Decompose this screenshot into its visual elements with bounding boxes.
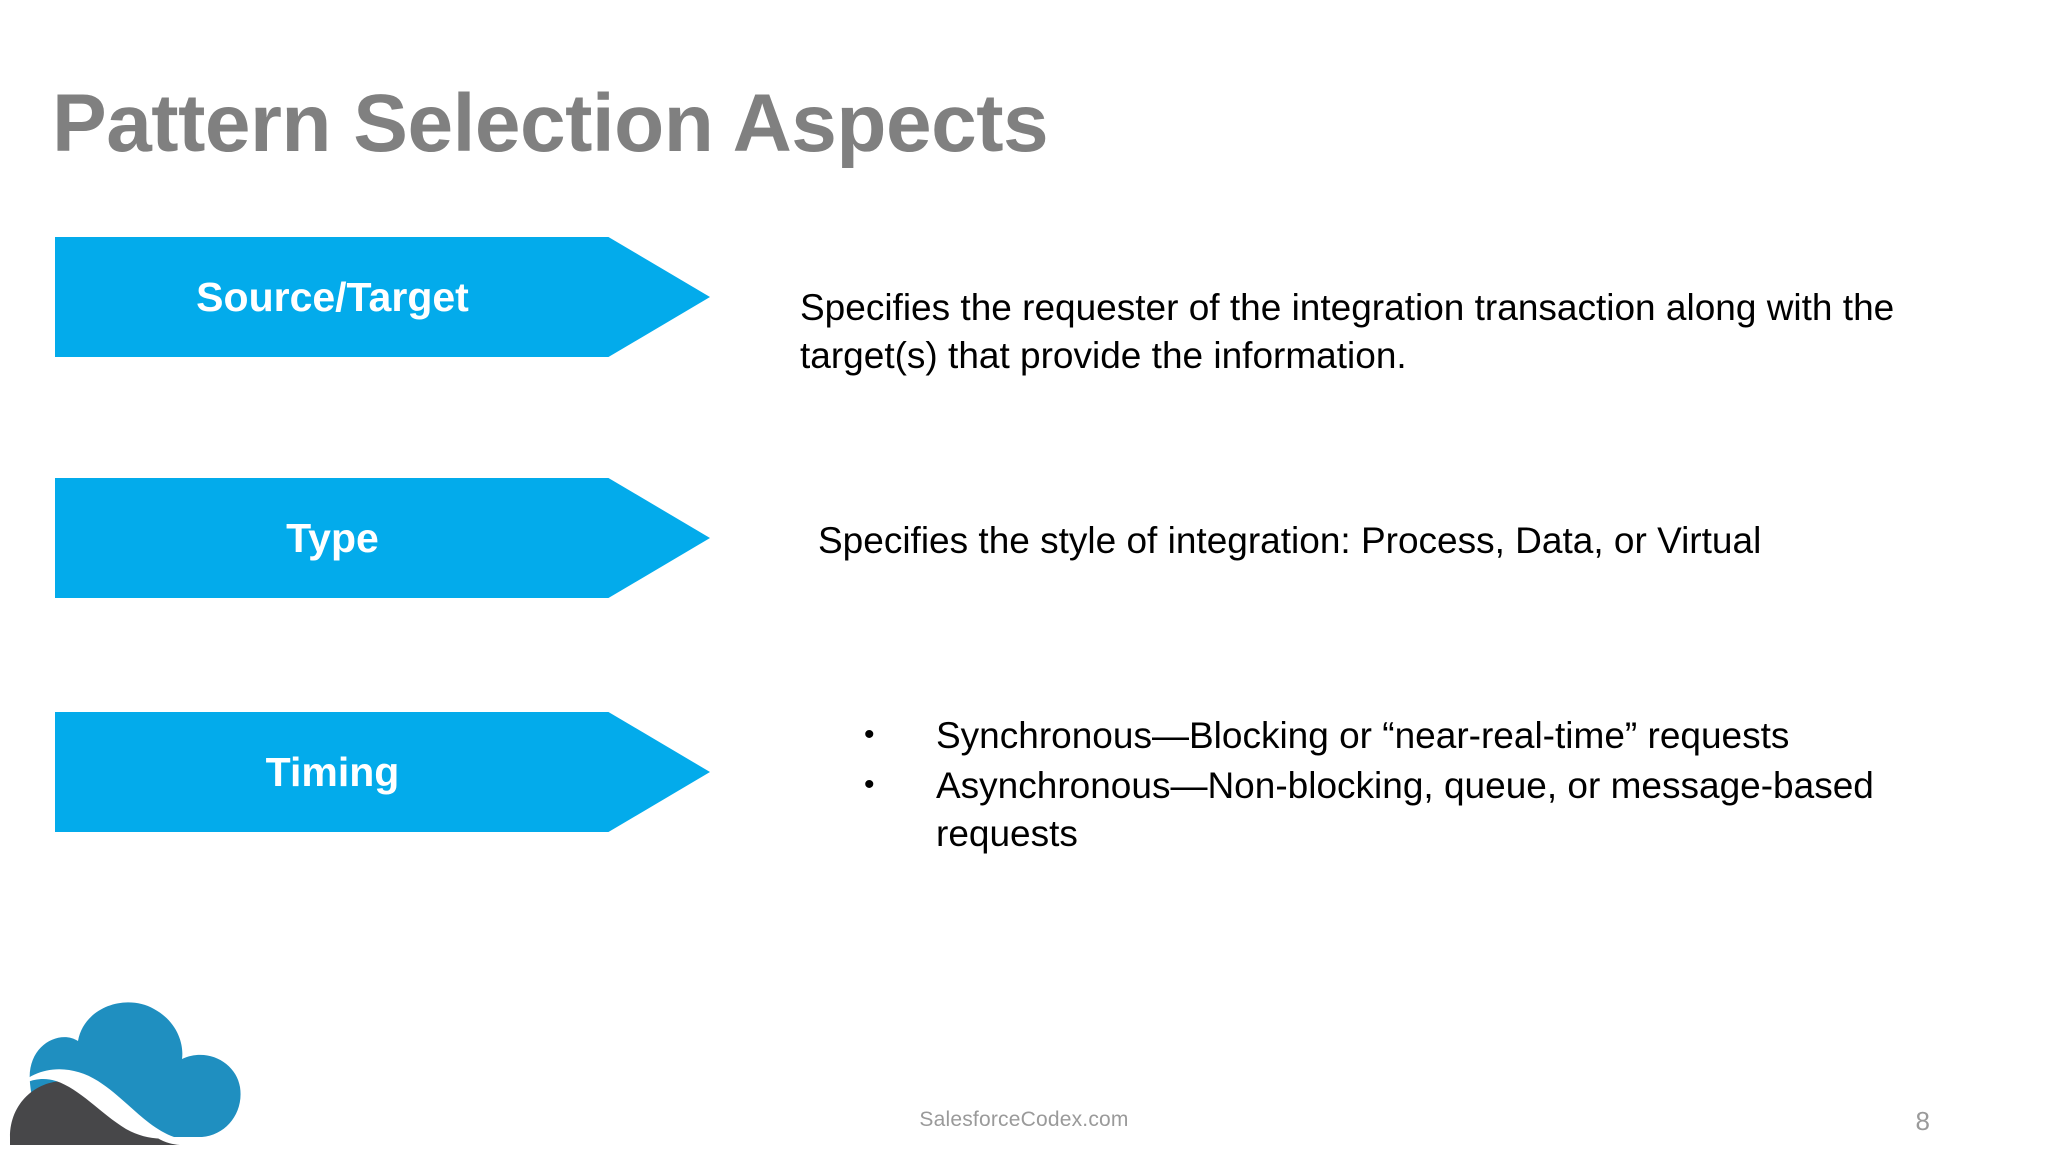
aspect-arrow-type[interactable]: Type [55, 478, 710, 598]
aspect-arrow-label: Source/Target [196, 273, 469, 320]
aspect-arrow-timing[interactable]: Timing [55, 712, 710, 832]
page-title: Pattern Selection Aspects [52, 77, 1049, 169]
aspect-arrow-label: Timing [265, 748, 400, 795]
aspect-arrow-source-target[interactable]: Source/Target [55, 237, 710, 357]
aspect-description-type: Specifies the style of integration: Proc… [818, 520, 1762, 561]
footer-site-label: SalesforceCodex.com [919, 1108, 1129, 1131]
aspect-bullet-list-timing: Synchronous—Blocking or “near-real-time”… [858, 712, 1938, 860]
cloud-logo-icon [10, 1002, 241, 1145]
footer-page-number: 8 [1915, 1106, 1930, 1136]
aspect-arrow-label: Type [286, 514, 379, 561]
aspect-description-source-target: Specifies the requester of the integrati… [800, 287, 1895, 377]
list-item: Asynchronous—Non-blocking, queue, or mes… [858, 762, 1938, 858]
list-item: Synchronous—Blocking or “near-real-time”… [858, 712, 1938, 760]
